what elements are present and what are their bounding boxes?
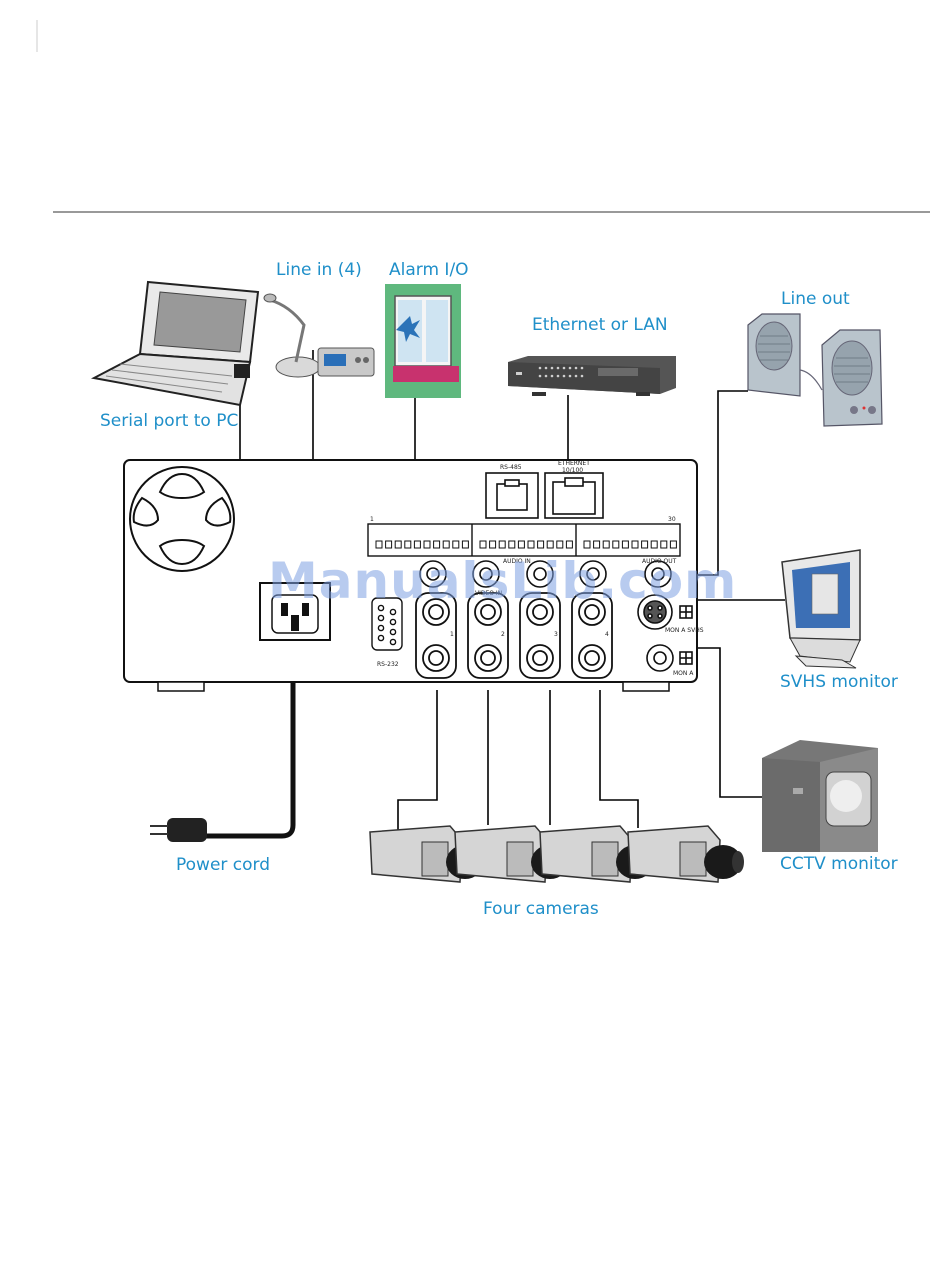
- terminal-screw: [661, 541, 667, 548]
- terminal-screw: [594, 541, 600, 548]
- terminal-screw: [518, 541, 524, 548]
- rs485-label: RS-485: [500, 464, 522, 471]
- terminal-screw: [480, 541, 486, 548]
- fan-icon: [130, 467, 234, 571]
- channel-3-label: 3: [554, 631, 558, 638]
- ethernet-port-label: ETHERNET: [558, 460, 590, 467]
- terminal-screw: [642, 541, 648, 548]
- cctv-monitor-label: CCTV monitor: [780, 854, 898, 874]
- terminal-screw: [528, 541, 534, 548]
- terminal-screw: [632, 541, 638, 548]
- ethernet-label: Ethernet or LAN: [532, 315, 668, 335]
- terminal-screw: [538, 541, 544, 548]
- terminal-screw: [547, 541, 553, 548]
- four-cameras-label: Four cameras: [483, 899, 599, 919]
- microphone-icon: [264, 294, 374, 377]
- speakers-icon: [748, 314, 882, 426]
- terminal-screw: [651, 541, 657, 548]
- terminal-screw: [490, 541, 496, 548]
- terminal-screw: [443, 541, 449, 548]
- terminal-screw: [414, 541, 420, 548]
- mon-a-label: MON A: [673, 670, 694, 677]
- terminal-screw: [566, 541, 572, 548]
- line-cam-1: [398, 690, 437, 830]
- terminal-screw: [434, 541, 440, 548]
- channel-2-label: 2: [501, 631, 505, 638]
- network-switch-icon: [508, 356, 676, 396]
- terminal-screw: [670, 541, 676, 548]
- terminal-screw: [509, 541, 515, 548]
- terminal-screw: [424, 541, 430, 548]
- terminal-screw: [395, 541, 401, 548]
- terminal-screw: [376, 541, 382, 548]
- terminal-screw: [603, 541, 609, 548]
- watermark: ManualsLib.com: [268, 552, 737, 610]
- terminal-screw: [557, 541, 563, 548]
- terminal-screw: [584, 541, 590, 548]
- mon-svhs-label: MON A SVHS: [665, 627, 704, 634]
- laptop-icon: [94, 282, 258, 405]
- power-cord-label: Power cord: [176, 855, 270, 875]
- svhs-monitor-icon: [782, 550, 860, 668]
- rs232-label: RS-232: [377, 661, 399, 668]
- terminal-end-label: 30: [668, 516, 676, 523]
- terminal-screw: [499, 541, 505, 548]
- terminal-screw: [386, 541, 392, 548]
- terminal-screw: [405, 541, 411, 548]
- svhs-monitor-label: SVHS monitor: [780, 672, 898, 692]
- alarm-window-icon: [385, 284, 461, 398]
- channel-1-label: 1: [450, 631, 454, 638]
- rs485-port-icon: [486, 473, 538, 518]
- line-in-label: Line in (4): [276, 260, 362, 280]
- line-cctv: [690, 648, 762, 797]
- terminal-start-label: 1: [370, 516, 374, 523]
- line-cam-4: [600, 690, 638, 828]
- line-out-label: Line out: [781, 289, 850, 309]
- terminal-screw: [613, 541, 619, 548]
- serial-port-label: Serial port to PC: [100, 411, 238, 431]
- terminal-screw: [453, 541, 459, 548]
- camera-4-icon: [628, 826, 744, 882]
- ethernet-port-icon: [545, 473, 603, 518]
- ethernet-speed-label: 10/100: [562, 467, 583, 474]
- cctv-monitor-icon: [762, 740, 878, 852]
- channel-4-label: 4: [605, 631, 609, 638]
- terminal-screw: [462, 541, 468, 548]
- terminal-screw: [622, 541, 628, 548]
- alarm-io-label: Alarm I/O: [389, 260, 469, 280]
